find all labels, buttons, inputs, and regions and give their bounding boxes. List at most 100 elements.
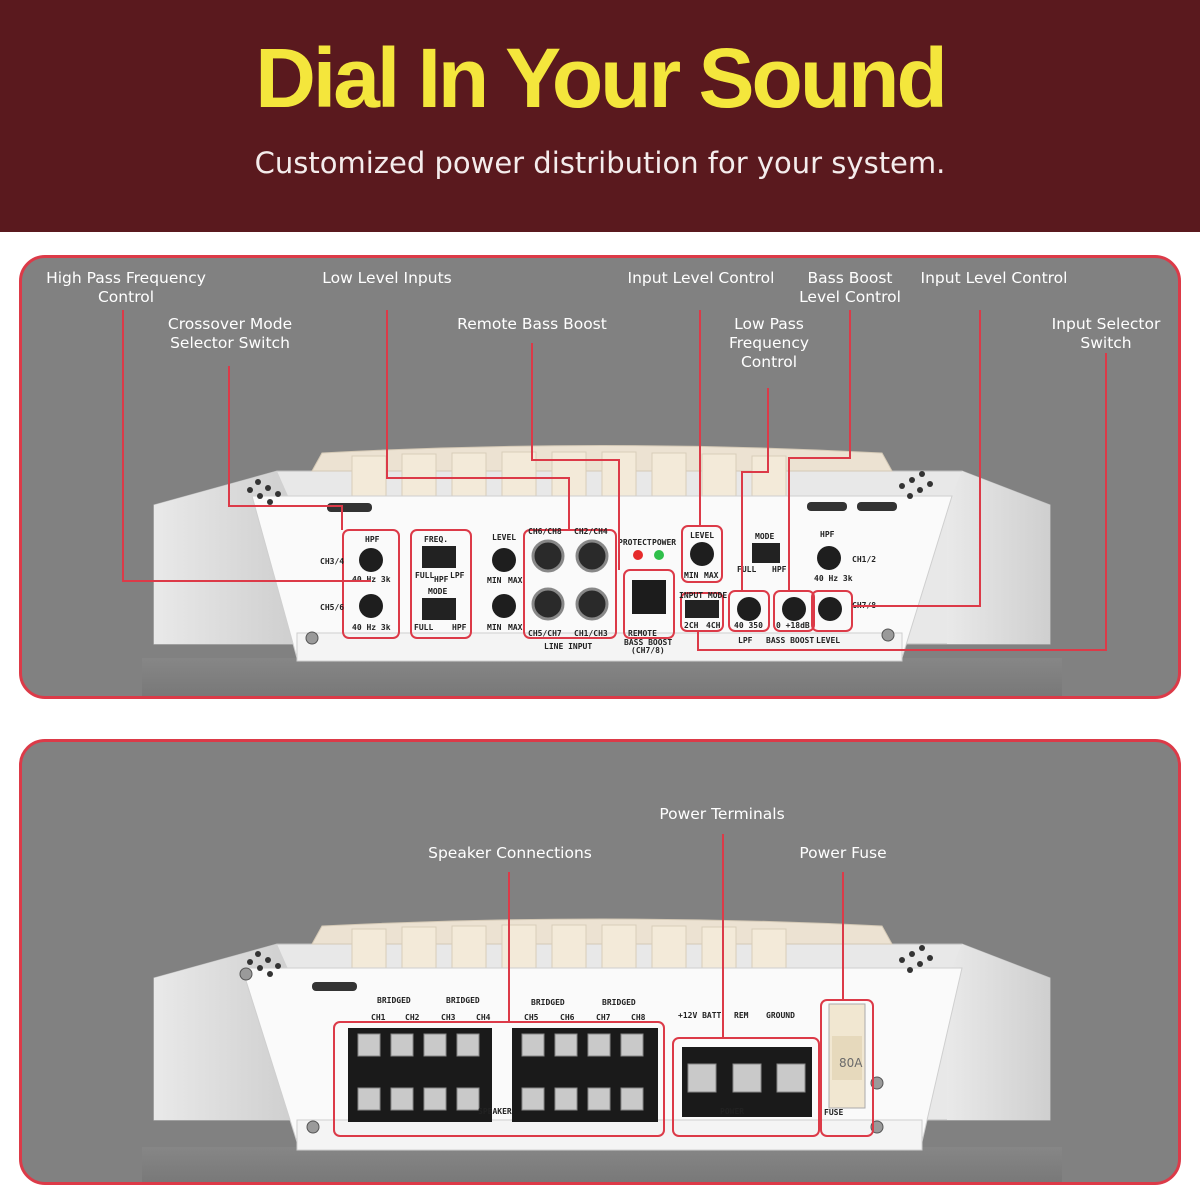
lpf-label: LPF	[738, 636, 753, 645]
callout-line: High Pass Frequency	[46, 269, 206, 287]
callout-power-fuse: Power Fuse	[773, 844, 913, 863]
callout-line: Input Level Control	[627, 269, 775, 287]
remote-label: REMOTE	[628, 629, 657, 638]
callout-speaker-connections: Speaker Connections	[410, 844, 610, 863]
callout-remote-bass-boost: Remote Bass Boost	[442, 315, 622, 334]
hpf-label-3: HPF	[772, 565, 787, 574]
line-input-label: LINE INPUT	[544, 642, 592, 651]
mode-label-right: MODE	[755, 532, 774, 541]
rca-inputs-group	[523, 529, 617, 639]
callout-line: Power Terminals	[659, 805, 785, 823]
level-label-left: LEVEL	[492, 533, 516, 542]
lpf-switch-label: LPF	[450, 571, 465, 580]
callout-input-level-control-2: Input Level Control	[904, 269, 1084, 288]
ch78-paren-label: (CH7/8)	[631, 646, 665, 655]
right-level-group	[681, 525, 841, 583]
level-label-lower-right: LEVEL	[816, 636, 840, 645]
ch4-label: CH4	[476, 1013, 491, 1022]
ch3-label: CH3	[441, 1013, 456, 1022]
rca-ch1ch3-label: CH1/CH3	[574, 629, 608, 638]
ch56-label: CH5/6	[320, 603, 344, 612]
callout-line: Input Level Control	[920, 269, 1068, 287]
leader-lines-bottom	[508, 834, 844, 1038]
power-terminal-label: POWER	[720, 1107, 744, 1116]
amplifier-control-illustration: HPF CH3/4 CH5/6 40 Hz 3k 40 Hz 3k FREQ. …	[122, 310, 1107, 696]
status-leds	[633, 550, 664, 560]
leader-lines-top	[122, 310, 1107, 651]
crossover-switches-group	[410, 529, 472, 639]
min-label-3: MIN	[684, 571, 699, 580]
max-label-3: MAX	[704, 571, 719, 580]
input-mode-group	[680, 592, 724, 632]
remote-port-group	[623, 569, 675, 639]
freq-label: FREQ.	[424, 535, 448, 544]
callout-input-selector-switch: Input Selector Switch	[1036, 315, 1176, 353]
min-label-2: MIN	[487, 623, 502, 632]
ground-label: GROUND	[766, 1011, 795, 1020]
level-label-right: LEVEL	[690, 531, 714, 540]
speaker-terminals-group	[333, 1021, 665, 1137]
input-mode-label: INPUT MODE	[679, 591, 727, 600]
callout-crossover-mode-selector-switch: Crossover Mode Selector Switch	[150, 315, 310, 353]
level-knobs-left	[492, 548, 516, 618]
4ch-label: 4CH	[706, 621, 721, 630]
hpf-knobs-group	[342, 529, 400, 639]
callout-high-pass-frequency-control: High Pass Frequency Control	[26, 269, 226, 307]
speaker-label: SPEAKER	[478, 1107, 512, 1116]
ch1-label: CH1	[371, 1013, 386, 1022]
fuse-group: 80A	[820, 999, 874, 1137]
ch5-label: CH5	[524, 1013, 539, 1022]
rca-ch5ch7-label: CH5/CH7	[528, 629, 562, 638]
bass-boost-label: BASS BOOST	[766, 636, 814, 645]
page-subtitle: Customized power distribution for your s…	[254, 146, 946, 180]
bass-boost-range-label: 0 +18dB	[776, 621, 810, 630]
full-label-2: FULL	[414, 623, 433, 632]
callout-line: Control	[740, 353, 798, 371]
control-panel-section: HPF CH3/4 CH5/6 40 Hz 3k 40 Hz 3k FREQ. …	[19, 255, 1181, 699]
rem-label: REM	[734, 1011, 749, 1020]
callout-bass-boost-level-control: Bass Boost Level Control	[790, 269, 910, 307]
page-title: Dial In Your Sound	[255, 31, 948, 125]
callout-line: Crossover Mode	[167, 315, 293, 333]
rca-ch2ch4-label: CH2/CH4	[574, 527, 608, 536]
protect-label: PROTECT	[618, 538, 652, 547]
ch34-label: CH3/4	[320, 557, 344, 566]
callout-line: Level Control	[799, 288, 901, 306]
callout-input-level-control-1: Input Level Control	[611, 269, 791, 288]
header-banner: Dial In Your Sound Customized power dist…	[0, 0, 1200, 232]
fuse-label: FUSE	[824, 1108, 843, 1117]
ch8-label: CH8	[631, 1013, 646, 1022]
callout-line: Low Level Inputs	[322, 269, 452, 287]
bridged-label-4: BRIDGED	[602, 998, 636, 1007]
hpf-range-right: 40 Hz 3k	[814, 574, 853, 583]
callout-low-level-inputs: Low Level Inputs	[307, 269, 467, 288]
bass-boost-ch78-label: BASS BOOST	[624, 638, 672, 647]
bridged-label-2: BRIDGED	[446, 996, 480, 1005]
terminals-section: 80A BRIDGED BRIDGED BRIDGED BRIDGED CH1 …	[19, 739, 1181, 1185]
ch6-label: CH6	[560, 1013, 575, 1022]
hpf-range-label-2: 40 Hz 3k	[352, 623, 391, 632]
callout-line: Low Pass	[734, 315, 804, 333]
2ch-label: 2CH	[684, 621, 699, 630]
ch2-label: CH2	[405, 1013, 420, 1022]
bridged-label-3: BRIDGED	[531, 998, 565, 1007]
ch7-label: CH7	[596, 1013, 611, 1022]
power-terminals-group	[672, 1037, 820, 1137]
callout-line: Switch	[1080, 334, 1132, 352]
max-label-1: MAX	[508, 576, 523, 585]
hpf-label: HPF	[365, 535, 380, 544]
rca-ch6ch8-label: CH6/CH8	[528, 527, 562, 536]
hpf-label-right: HPF	[820, 530, 835, 539]
hpf-label-2: HPF	[452, 623, 467, 632]
power-led-label: POWER	[652, 538, 676, 547]
callout-line: Selector Switch	[170, 334, 290, 352]
fuse-rating-label: 80A	[839, 1056, 863, 1070]
callout-line: Power Fuse	[799, 844, 887, 862]
ch12-label: CH1/2	[852, 555, 876, 564]
mode-label-left: MODE	[428, 587, 447, 596]
lpf-range-label: 40 350	[734, 621, 763, 630]
batt-label: +12V BATT	[678, 1011, 722, 1020]
bridged-label-1: BRIDGED	[377, 996, 411, 1005]
max-label-2: MAX	[508, 623, 523, 632]
min-label-1: MIN	[487, 576, 502, 585]
